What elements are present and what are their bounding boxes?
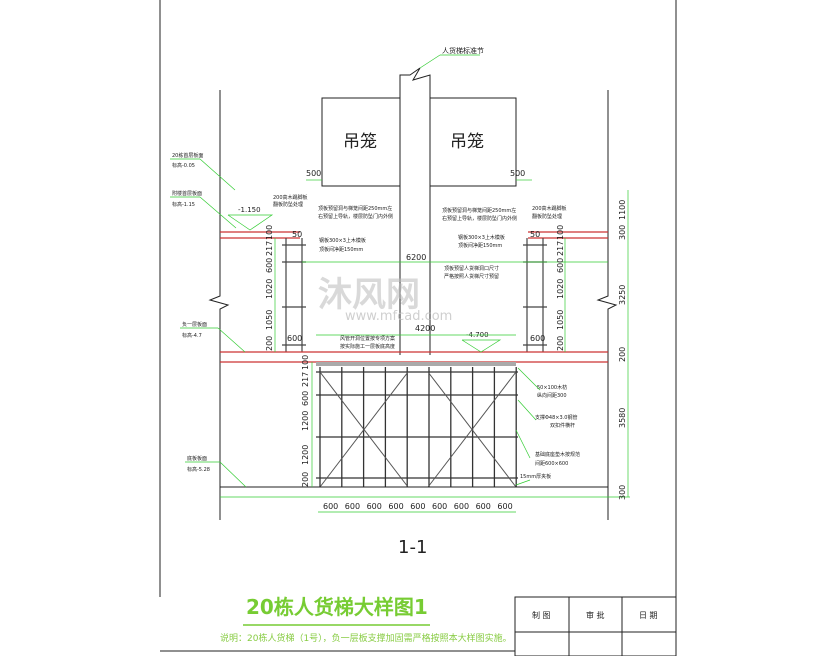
svg-text:200高木踢脚板: 200高木踢脚板 xyxy=(273,194,308,201)
dim-left-small: 100 xyxy=(265,225,274,240)
svg-text:www.mfcad.com: www.mfcad.com xyxy=(345,309,452,324)
base-slab xyxy=(220,486,630,498)
svg-text:顶板间净距150mm: 顶板间净距150mm xyxy=(319,246,363,253)
svg-text:钢板300×3上木模板: 钢板300×3上木模板 xyxy=(319,237,366,244)
dimensions: 500 500 6200 4200 50 50 600 600 xyxy=(274,169,629,513)
svg-text:50: 50 xyxy=(292,230,302,239)
drawing-title: 20栋人货梯大样图1 xyxy=(246,595,428,619)
svg-text:风管开洞位置按专项方案: 风管开洞位置按专项方案 xyxy=(340,335,395,342)
svg-text:顶板预留人货梯洞口尺寸: 顶板预留人货梯洞口尺寸 xyxy=(444,265,499,272)
svg-text:纵向间距300: 纵向间距300 xyxy=(537,392,567,399)
drawing-note: 说明：20栋人货梯（1号），负一层板支撑加固需严格按照本大样图实施。 xyxy=(220,632,512,644)
cage-right-label: 吊笼 xyxy=(450,132,484,152)
svg-text:翻板防坠处理: 翻板防坠处理 xyxy=(532,213,562,220)
svg-text:右预留上导轨，楼层防坠门内外侧: 右预留上导轨，楼层防坠门内外侧 xyxy=(318,213,393,220)
svg-text:双扣件横杆: 双扣件横杆 xyxy=(550,422,575,429)
svg-text:顶板间净距150mm: 顶板间净距150mm xyxy=(458,242,502,249)
header-drawn: 制 图 xyxy=(532,610,551,620)
svg-text:200高木踢脚板: 200高木踢脚板 xyxy=(532,205,567,212)
dim-right-small: 200 xyxy=(556,336,565,351)
svg-text:沐风网: 沐风网 xyxy=(318,275,420,315)
mast-label: 人货梯标准节 xyxy=(442,46,484,55)
svg-text:顶板预留洞与梯笼间距250mm左: 顶板预留洞与梯笼间距250mm左 xyxy=(442,207,516,214)
dim-left-small: 200 xyxy=(265,336,274,351)
svg-text:20栋首层板面: 20栋首层板面 xyxy=(172,152,203,159)
dim-scaffold: 217 xyxy=(301,372,310,387)
svg-text:600: 600 xyxy=(530,334,545,343)
big-scaffold xyxy=(316,367,518,488)
svg-text:50×100木枋: 50×100木枋 xyxy=(537,384,567,391)
header-approved: 审 批 xyxy=(586,610,605,620)
svg-text:翻板防坠处理: 翻板防坠处理 xyxy=(273,201,303,208)
svg-text:基础底座垫木按规范: 基础底座垫木按规范 xyxy=(535,451,580,458)
dim-bottom: 600 xyxy=(323,502,338,511)
dimension-texts: 1002176001020105020010021760010201050200… xyxy=(265,200,627,511)
dim-scaffold: 1200 xyxy=(301,411,310,431)
svg-text:底板板面: 底板板面 xyxy=(187,455,207,462)
header-date: 日 期 xyxy=(639,611,658,620)
dim-right-small: 1050 xyxy=(556,310,565,330)
dim-bottom: 600 xyxy=(345,502,360,511)
svg-text:钢板300×3上木模板: 钢板300×3上木模板 xyxy=(458,234,505,241)
watermark: 沐风网 www.mfcad.com xyxy=(318,275,452,324)
svg-text:标高-1.15: 标高-1.15 xyxy=(172,201,195,208)
svg-text:顶板预留洞与梯笼间距250mm左: 顶板预留洞与梯笼间距250mm左 xyxy=(318,205,392,212)
dim-bottom: 600 xyxy=(476,502,491,511)
dim-right: 3580 xyxy=(618,408,627,428)
svg-text:600: 600 xyxy=(287,334,302,343)
svg-text:按实际施工一层板底高度: 按实际施工一层板底高度 xyxy=(340,343,395,350)
dim-right-small: 217 xyxy=(556,241,565,256)
dim-right: 300 xyxy=(618,485,627,500)
dim-bottom: 600 xyxy=(367,502,382,511)
dim-bottom: 600 xyxy=(454,502,469,511)
dim-left-small: 1020 xyxy=(265,279,274,299)
svg-text:支撑Φ48×3.0钢管: 支撑Φ48×3.0钢管 xyxy=(535,414,577,421)
svg-text:50: 50 xyxy=(530,230,540,239)
upper-slabs xyxy=(220,231,608,239)
svg-text:标高-5.28: 标高-5.28 xyxy=(187,466,210,473)
dim-left-small: 600 xyxy=(265,258,274,273)
svg-text:右预留上导轨，楼层防坠门内外侧: 右预留上导轨，楼层防坠门内外侧 xyxy=(442,215,517,222)
svg-text:500: 500 xyxy=(306,169,321,178)
dim-bottom: 600 xyxy=(432,502,447,511)
title-block: 制 图 审 批 日 期 xyxy=(514,596,677,656)
svg-text:15mm厚夹板: 15mm厚夹板 xyxy=(520,473,551,480)
dim-right-small: 1020 xyxy=(556,279,565,299)
svg-text:负一层板面: 负一层板面 xyxy=(182,321,207,328)
b1-slab xyxy=(220,351,608,366)
dim-bottom: 600 xyxy=(497,502,512,511)
dim-right: 300 xyxy=(618,225,627,240)
dim-right: 1100 xyxy=(618,200,627,220)
svg-text:间距600×600: 间距600×600 xyxy=(535,460,568,467)
dim-right-small: 600 xyxy=(556,258,565,273)
svg-text:严格按照人货梯尺寸预留: 严格按照人货梯尺寸预留 xyxy=(444,273,499,280)
dim-scaffold: 600 xyxy=(301,391,310,406)
dim-scaffold: 100 xyxy=(301,355,310,370)
section-label: 1-1 xyxy=(398,537,427,558)
dim-bottom: 600 xyxy=(388,502,403,511)
svg-text:500: 500 xyxy=(510,169,525,178)
dim-right: 3250 xyxy=(618,285,627,305)
dim-right: 200 xyxy=(618,347,627,362)
svg-text:标高-0.05: 标高-0.05 xyxy=(172,162,195,169)
dim-right-small: 100 xyxy=(556,225,565,240)
scaffold-brace xyxy=(427,371,517,488)
svg-text:-1.150: -1.150 xyxy=(238,206,261,214)
scaffold-brace xyxy=(319,371,409,488)
svg-text:6200: 6200 xyxy=(406,253,426,262)
svg-text:4200: 4200 xyxy=(415,324,435,333)
dim-left-small: 217 xyxy=(265,241,274,256)
dim-left-small: 1050 xyxy=(265,310,274,330)
dim-bottom: 600 xyxy=(410,502,425,511)
svg-text:附楼首层板面: 附楼首层板面 xyxy=(172,190,202,197)
cage-left-label: 吊笼 xyxy=(343,132,377,152)
svg-text:标高-4.7: 标高-4.7 xyxy=(182,332,202,339)
dim-scaffold: 1200 xyxy=(301,445,310,465)
dim-scaffold: 200 xyxy=(301,472,310,487)
